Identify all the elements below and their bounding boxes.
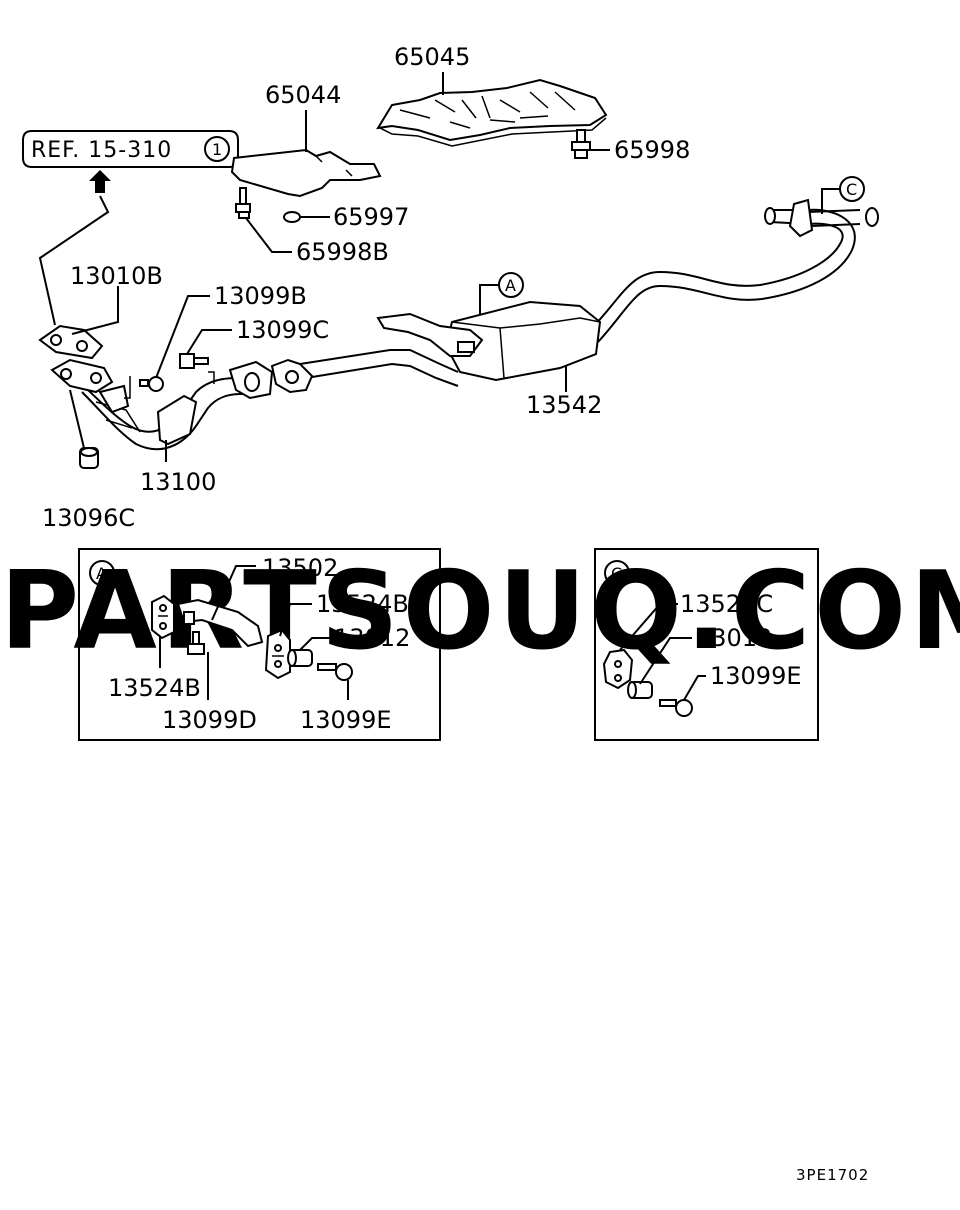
label-13099c[interactable]: 13099C: [236, 316, 329, 344]
leader-13096c: [69, 389, 85, 449]
detail-c-letter: C: [611, 564, 622, 583]
bolt-13099c[interactable]: [179, 353, 209, 369]
diagram-code: 3PE1702: [796, 1166, 869, 1184]
leader-13010b: [71, 286, 119, 335]
hanger-13524b-right[interactable]: [264, 628, 291, 680]
label-13100[interactable]: 13100: [140, 468, 216, 496]
label-65044[interactable]: 65044: [265, 81, 341, 109]
clip-65997[interactable]: [283, 211, 301, 223]
reference-text: REF. 15-310: [31, 138, 172, 163]
label-65998b[interactable]: 65998B: [296, 238, 389, 266]
label-13012-a[interactable]: 13012: [334, 624, 410, 652]
bolt-65998[interactable]: [571, 129, 591, 159]
hanger-13524b-left[interactable]: [151, 594, 175, 640]
gasket-13010b[interactable]: [38, 324, 104, 360]
bracket-mark-2: [208, 371, 215, 384]
tail-pipe[interactable]: [589, 198, 879, 343]
label-13099d[interactable]: 13099D: [162, 706, 257, 734]
reference-box[interactable]: REF. 15-310 1: [22, 130, 239, 168]
label-13524c[interactable]: 13524C: [680, 590, 773, 618]
label-13502[interactable]: 13502: [262, 554, 338, 582]
bracket-mark: [124, 376, 131, 399]
label-13099e-c[interactable]: 13099E: [710, 662, 802, 690]
main-muffler-13542[interactable]: [376, 300, 602, 382]
label-65997[interactable]: 65997: [333, 203, 409, 231]
leaders-detail-a: [159, 565, 349, 700]
label-13010b[interactable]: 13010B: [70, 262, 163, 290]
heat-protector-65045[interactable]: [376, 78, 608, 147]
center-pipe[interactable]: [270, 349, 459, 394]
collar-13012-c[interactable]: [627, 681, 653, 699]
label-65998[interactable]: 65998: [614, 136, 690, 164]
label-13099e-a[interactable]: 13099E: [300, 706, 392, 734]
bolt-13099e-c[interactable]: [659, 699, 693, 717]
callout-c[interactable]: C: [821, 176, 865, 214]
leaders-detail-c: [619, 603, 706, 701]
label-13012-c[interactable]: 13012: [696, 624, 772, 652]
label-13099b[interactable]: 13099B: [214, 282, 307, 310]
leader-13099b: [155, 295, 210, 379]
detail-a-box: A: [78, 548, 441, 741]
bolt-13099d[interactable]: [187, 631, 205, 655]
detail-a-letter: A: [96, 564, 107, 583]
callout-a-letter: A: [505, 276, 516, 295]
hanger-13524c[interactable]: [602, 648, 634, 690]
nut-13099b[interactable]: [139, 376, 164, 392]
nut-13096c[interactable]: [79, 447, 99, 469]
watermark: PARTSOUQ.COM: [0, 549, 960, 674]
callout-c-letter: C: [846, 180, 857, 199]
reference-number: 1: [212, 140, 222, 159]
label-13524b-left[interactable]: 13524B: [108, 674, 201, 702]
reference-arrow: [38, 170, 111, 326]
front-pipe-13100[interactable]: [50, 358, 274, 451]
leader-65998b: [245, 217, 292, 253]
label-65045[interactable]: 65045: [394, 43, 470, 71]
label-13542[interactable]: 13542: [526, 391, 602, 419]
detail-c-box: C: [594, 548, 819, 741]
bolt-65998b[interactable]: [235, 187, 251, 219]
bolt-13099e-a[interactable]: [317, 663, 353, 681]
label-13096c[interactable]: 13096C: [42, 504, 135, 532]
leader-13099c: [186, 329, 232, 355]
collar-13012-a[interactable]: [287, 649, 313, 667]
label-13524b-right[interactable]: 13524B: [316, 590, 409, 618]
heat-protector-65044[interactable]: [230, 148, 382, 198]
